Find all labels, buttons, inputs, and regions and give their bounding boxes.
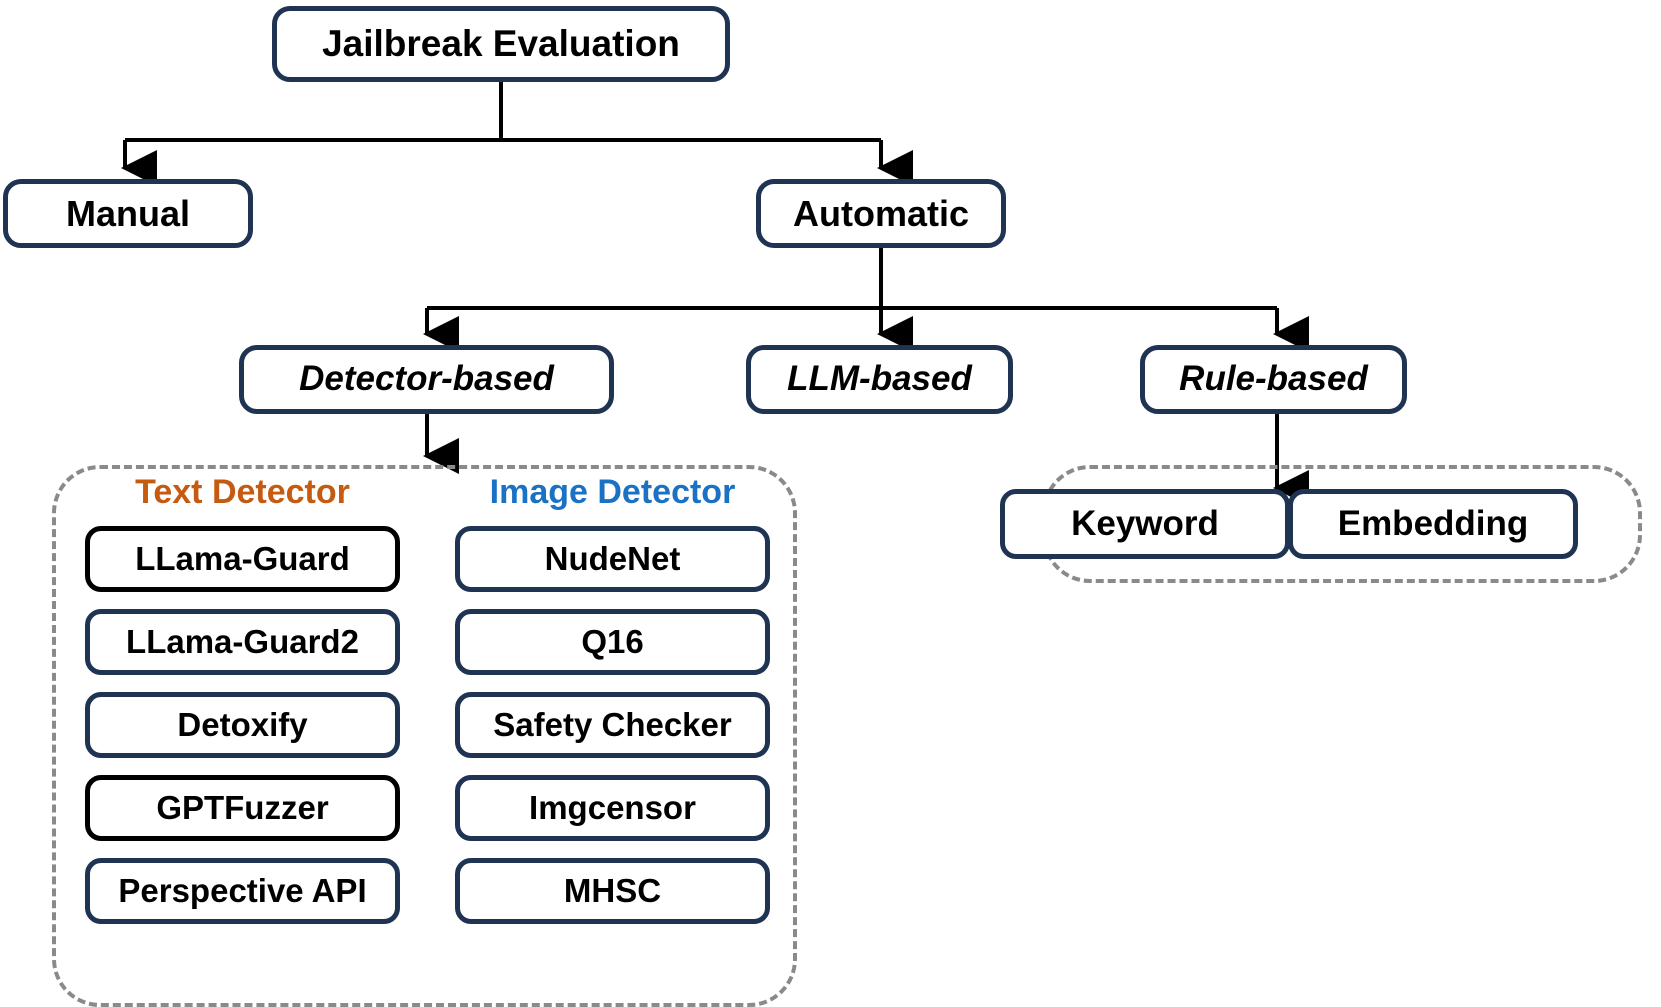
leaf-label: Keyword	[1071, 504, 1219, 543]
leaf-q16[interactable]: Q16	[455, 609, 770, 675]
leaf-gptfuzzer[interactable]: GPTFuzzer	[85, 775, 400, 841]
leaf-llama-guard[interactable]: LLama-Guard	[85, 526, 400, 592]
leaf-safety-checker[interactable]: Safety Checker	[455, 692, 770, 758]
leaf-label: Embedding	[1337, 504, 1529, 543]
node-label: Automatic	[792, 192, 969, 234]
leaf-label: LLama-Guard	[135, 540, 350, 577]
text-detector-heading: Text Detector	[135, 473, 350, 511]
node-jailbreak-evaluation[interactable]: Jailbreak Evaluation	[272, 6, 730, 82]
node-automatic[interactable]: Automatic	[756, 179, 1006, 248]
node-label: Rule-based	[1179, 359, 1368, 399]
leaf-nudenet[interactable]: NudeNet	[455, 526, 770, 592]
leaf-llama-guard2[interactable]: LLama-Guard2	[85, 609, 400, 675]
leaf-perspective-api[interactable]: Perspective API	[85, 858, 400, 924]
node-label: Detector-based	[299, 359, 554, 399]
leaf-label: Q16	[581, 623, 644, 660]
leaf-keyword[interactable]: Keyword	[1000, 489, 1290, 559]
leaf-label: NudeNet	[544, 540, 681, 577]
leaf-label: Perspective API	[118, 872, 367, 909]
image-detector-heading: Image Detector	[489, 473, 736, 511]
node-llm-based[interactable]: LLM-based	[746, 345, 1013, 414]
leaf-label: LLama-Guard2	[126, 623, 359, 660]
leaf-detoxify[interactable]: Detoxify	[85, 692, 400, 758]
leaf-label: Safety Checker	[493, 706, 732, 743]
leaf-label: Imgcensor	[529, 789, 696, 826]
leaf-embedding[interactable]: Embedding	[1288, 489, 1578, 559]
node-rule-based[interactable]: Rule-based	[1140, 345, 1407, 414]
leaf-label: MHSC	[563, 872, 662, 909]
leaf-mhsc[interactable]: MHSC	[455, 858, 770, 924]
node-label: LLM-based	[787, 359, 972, 399]
node-label: Manual	[65, 192, 190, 234]
leaf-label: Detoxify	[177, 706, 308, 743]
node-detector-based[interactable]: Detector-based	[239, 345, 614, 414]
node-label: Jailbreak Evaluation	[322, 22, 680, 64]
node-manual[interactable]: Manual	[3, 179, 253, 248]
leaf-imgcensor[interactable]: Imgcensor	[455, 775, 770, 841]
leaf-label: GPTFuzzer	[156, 789, 329, 826]
